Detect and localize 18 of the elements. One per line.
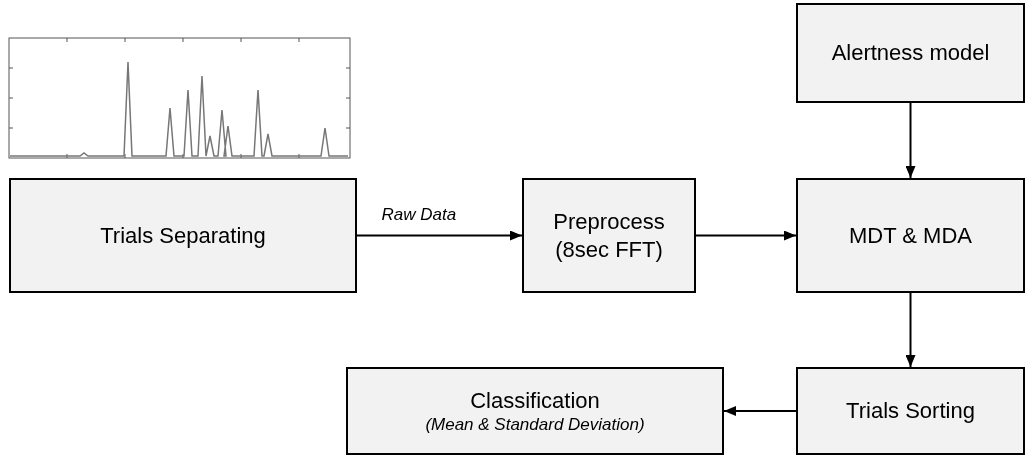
box-title: Alertness model	[831, 39, 990, 67]
arrow	[356, 230, 523, 241]
box-title: Classification	[470, 386, 600, 415]
process-box	[796, 3, 1025, 103]
arrow	[905, 102, 916, 179]
process-box	[522, 178, 696, 293]
arrow	[695, 230, 797, 241]
arrow	[723, 406, 797, 416]
process-box	[346, 367, 724, 455]
box-title: MDT & MDA	[848, 221, 972, 250]
box-title: Trials Sorting	[846, 397, 975, 425]
process-box	[9, 178, 357, 293]
box-subtitle: (Mean & Standard Deviation)	[425, 414, 645, 436]
process-box	[796, 178, 1025, 293]
box-title: Trials Separating	[100, 221, 266, 250]
box-title: Preprocess (8sec FFT)	[552, 208, 666, 263]
process-box	[796, 367, 1025, 455]
arrow	[905, 292, 916, 368]
